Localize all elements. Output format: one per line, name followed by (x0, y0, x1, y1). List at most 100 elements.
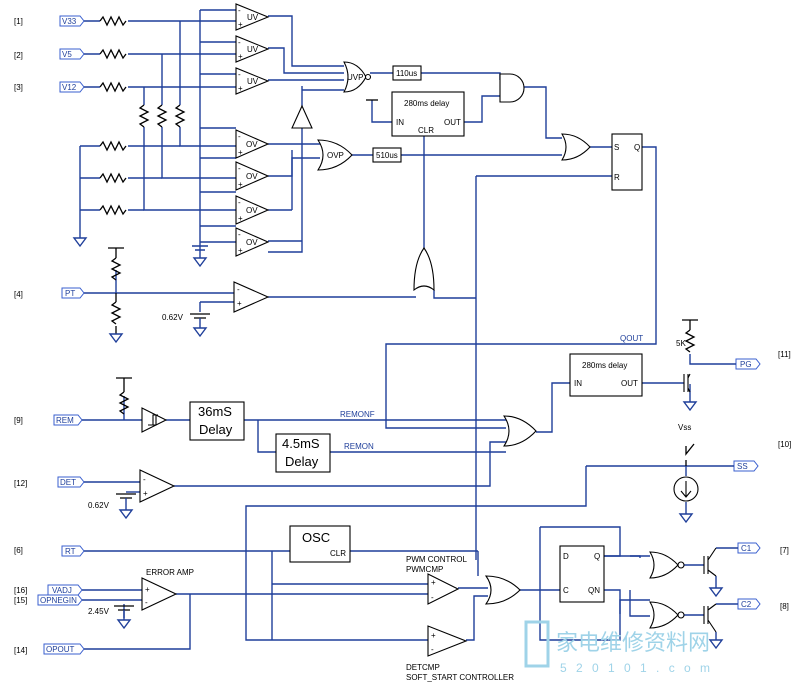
svg-text:OV: OV (246, 206, 258, 215)
svg-text:-: - (238, 164, 241, 173)
port-v5: V5 (59, 48, 85, 60)
port-rem: REM (53, 414, 83, 426)
svg-text:RT: RT (65, 547, 76, 556)
ground-symbols: 0.62V 0.62V 2.45V (72, 99, 724, 650)
signal-remon: REMON (344, 442, 374, 451)
resistors (99, 15, 698, 415)
pin-number-1: [1] (14, 17, 23, 26)
svg-text:-: - (238, 230, 241, 239)
pin-number-9: [9] (14, 416, 23, 425)
pin-numbers-right: [11] [10] [7] [8] (778, 350, 791, 611)
svg-text:+: + (238, 180, 243, 189)
svg-text:36mS: 36mS (198, 404, 232, 419)
svg-text:IN: IN (396, 118, 404, 127)
schmitt-buffer-rem (141, 407, 168, 433)
svg-text:CLR: CLR (418, 126, 434, 135)
transistor-c2 (703, 603, 717, 633)
svg-text:4.5mS: 4.5mS (282, 436, 320, 451)
comparator-ov-2: OV - + (235, 161, 270, 191)
svg-text:IN: IN (574, 379, 582, 388)
resistor-divider-1 (138, 104, 150, 128)
svg-text:510us: 510us (376, 151, 398, 160)
port-c2: C2 (737, 598, 761, 610)
transistor-pg (683, 373, 691, 393)
svg-text:Q: Q (634, 143, 640, 152)
resistor-pt-bottom (110, 301, 122, 325)
svg-text:UV: UV (247, 13, 259, 22)
comparator-uv-3: UV - + (235, 67, 270, 95)
ref-voltage-error-amp: 2.45V (88, 607, 110, 616)
pin-number-6: [6] (14, 546, 23, 555)
svg-text:VADJ: VADJ (52, 586, 72, 595)
svg-text:UV: UV (247, 77, 259, 86)
resistor-v33 (99, 15, 127, 27)
current-source (673, 476, 699, 502)
svg-text:V5: V5 (62, 50, 72, 59)
svg-text:REM: REM (56, 416, 74, 425)
svg-text:OUT: OUT (621, 379, 638, 388)
svg-text:OUT: OUT (444, 118, 461, 127)
comparator-detcmp: + - (427, 625, 468, 657)
vss-switch: Vss (678, 423, 695, 466)
transistor-c1 (703, 547, 717, 577)
label-5k: 5K (676, 339, 686, 348)
svg-text:Q: Q (594, 552, 600, 561)
pin-number-3: [3] (14, 83, 23, 92)
pin-number-14: [14] (14, 646, 27, 655)
pin-number-16: [16] (14, 586, 27, 595)
svg-text:OSC: OSC (302, 530, 330, 545)
svg-text:Delay: Delay (199, 422, 233, 437)
comparator-ov-1: OV - + (235, 129, 270, 159)
label-error-amp: ERROR AMP (146, 568, 194, 577)
ground-icon (72, 237, 88, 248)
label-pwm-control: PWM CONTROL (406, 555, 467, 564)
comparator-ov-3: OV - + (235, 195, 270, 225)
resistor-divider-3 (174, 104, 186, 128)
svg-text:-: - (238, 198, 241, 207)
svg-text:C2: C2 (741, 600, 752, 609)
sr-latch: S R Q (611, 133, 643, 191)
svg-text:Vss: Vss (678, 423, 691, 432)
svg-text:-: - (431, 645, 434, 654)
gate-or-rem (502, 415, 537, 447)
comparator-det: - + (139, 469, 176, 503)
svg-text:CLR: CLR (330, 549, 346, 558)
resistor-5k (684, 329, 696, 353)
pin-number-12: [12] (14, 479, 27, 488)
gate-ovp: OVP (316, 139, 353, 171)
svg-text:PG: PG (740, 360, 752, 369)
pin-number-2: [2] (14, 51, 23, 60)
svg-text:C1: C1 (741, 544, 752, 553)
svg-text:V12: V12 (62, 83, 77, 92)
gate-uvp: UVP (343, 61, 372, 93)
comparator-pwm: + - (427, 573, 460, 605)
error-amp: + - (141, 577, 178, 611)
svg-text:+: + (143, 489, 148, 498)
label-detcmp: DETCMP (406, 663, 440, 672)
delay-280ms-top: 280ms delay IN OUT CLR (391, 91, 465, 137)
svg-text:-: - (145, 598, 148, 607)
watermark: 家电维修资料网 5 2 0 1 0 1 . c o m (524, 620, 710, 675)
svg-text:+: + (238, 52, 243, 61)
d-flip-flop: D C Q QN (559, 545, 605, 603)
resistor-ov2 (99, 172, 127, 184)
svg-text:-: - (237, 285, 240, 294)
delay-280ms-pg: 280ms delay IN OUT (569, 353, 643, 397)
resistor-ov1 (99, 140, 127, 152)
svg-text:+: + (238, 214, 243, 223)
label-pwmcmp: PWMCMP (406, 565, 443, 574)
svg-text:QN: QN (588, 586, 600, 595)
port-det: DET (57, 476, 85, 488)
port-v33: V33 (59, 15, 85, 27)
svg-text:-: - (238, 70, 241, 79)
svg-text:+: + (238, 148, 243, 157)
oscillator: OSC CLR (289, 525, 351, 563)
gate-nor-c1 (649, 551, 685, 579)
label-soft-start: SOFT_START CONTROLLER (406, 673, 514, 682)
svg-text:+: + (237, 299, 242, 308)
gate-or-vertical (413, 247, 435, 292)
svg-text:OVP: OVP (327, 151, 344, 160)
svg-text:OV: OV (246, 140, 258, 149)
pin-numbers-left: [1] [2] [3] [4] [9] [12] [6] [16] [15] [… (14, 17, 27, 655)
resistor-divider-2 (156, 104, 168, 128)
